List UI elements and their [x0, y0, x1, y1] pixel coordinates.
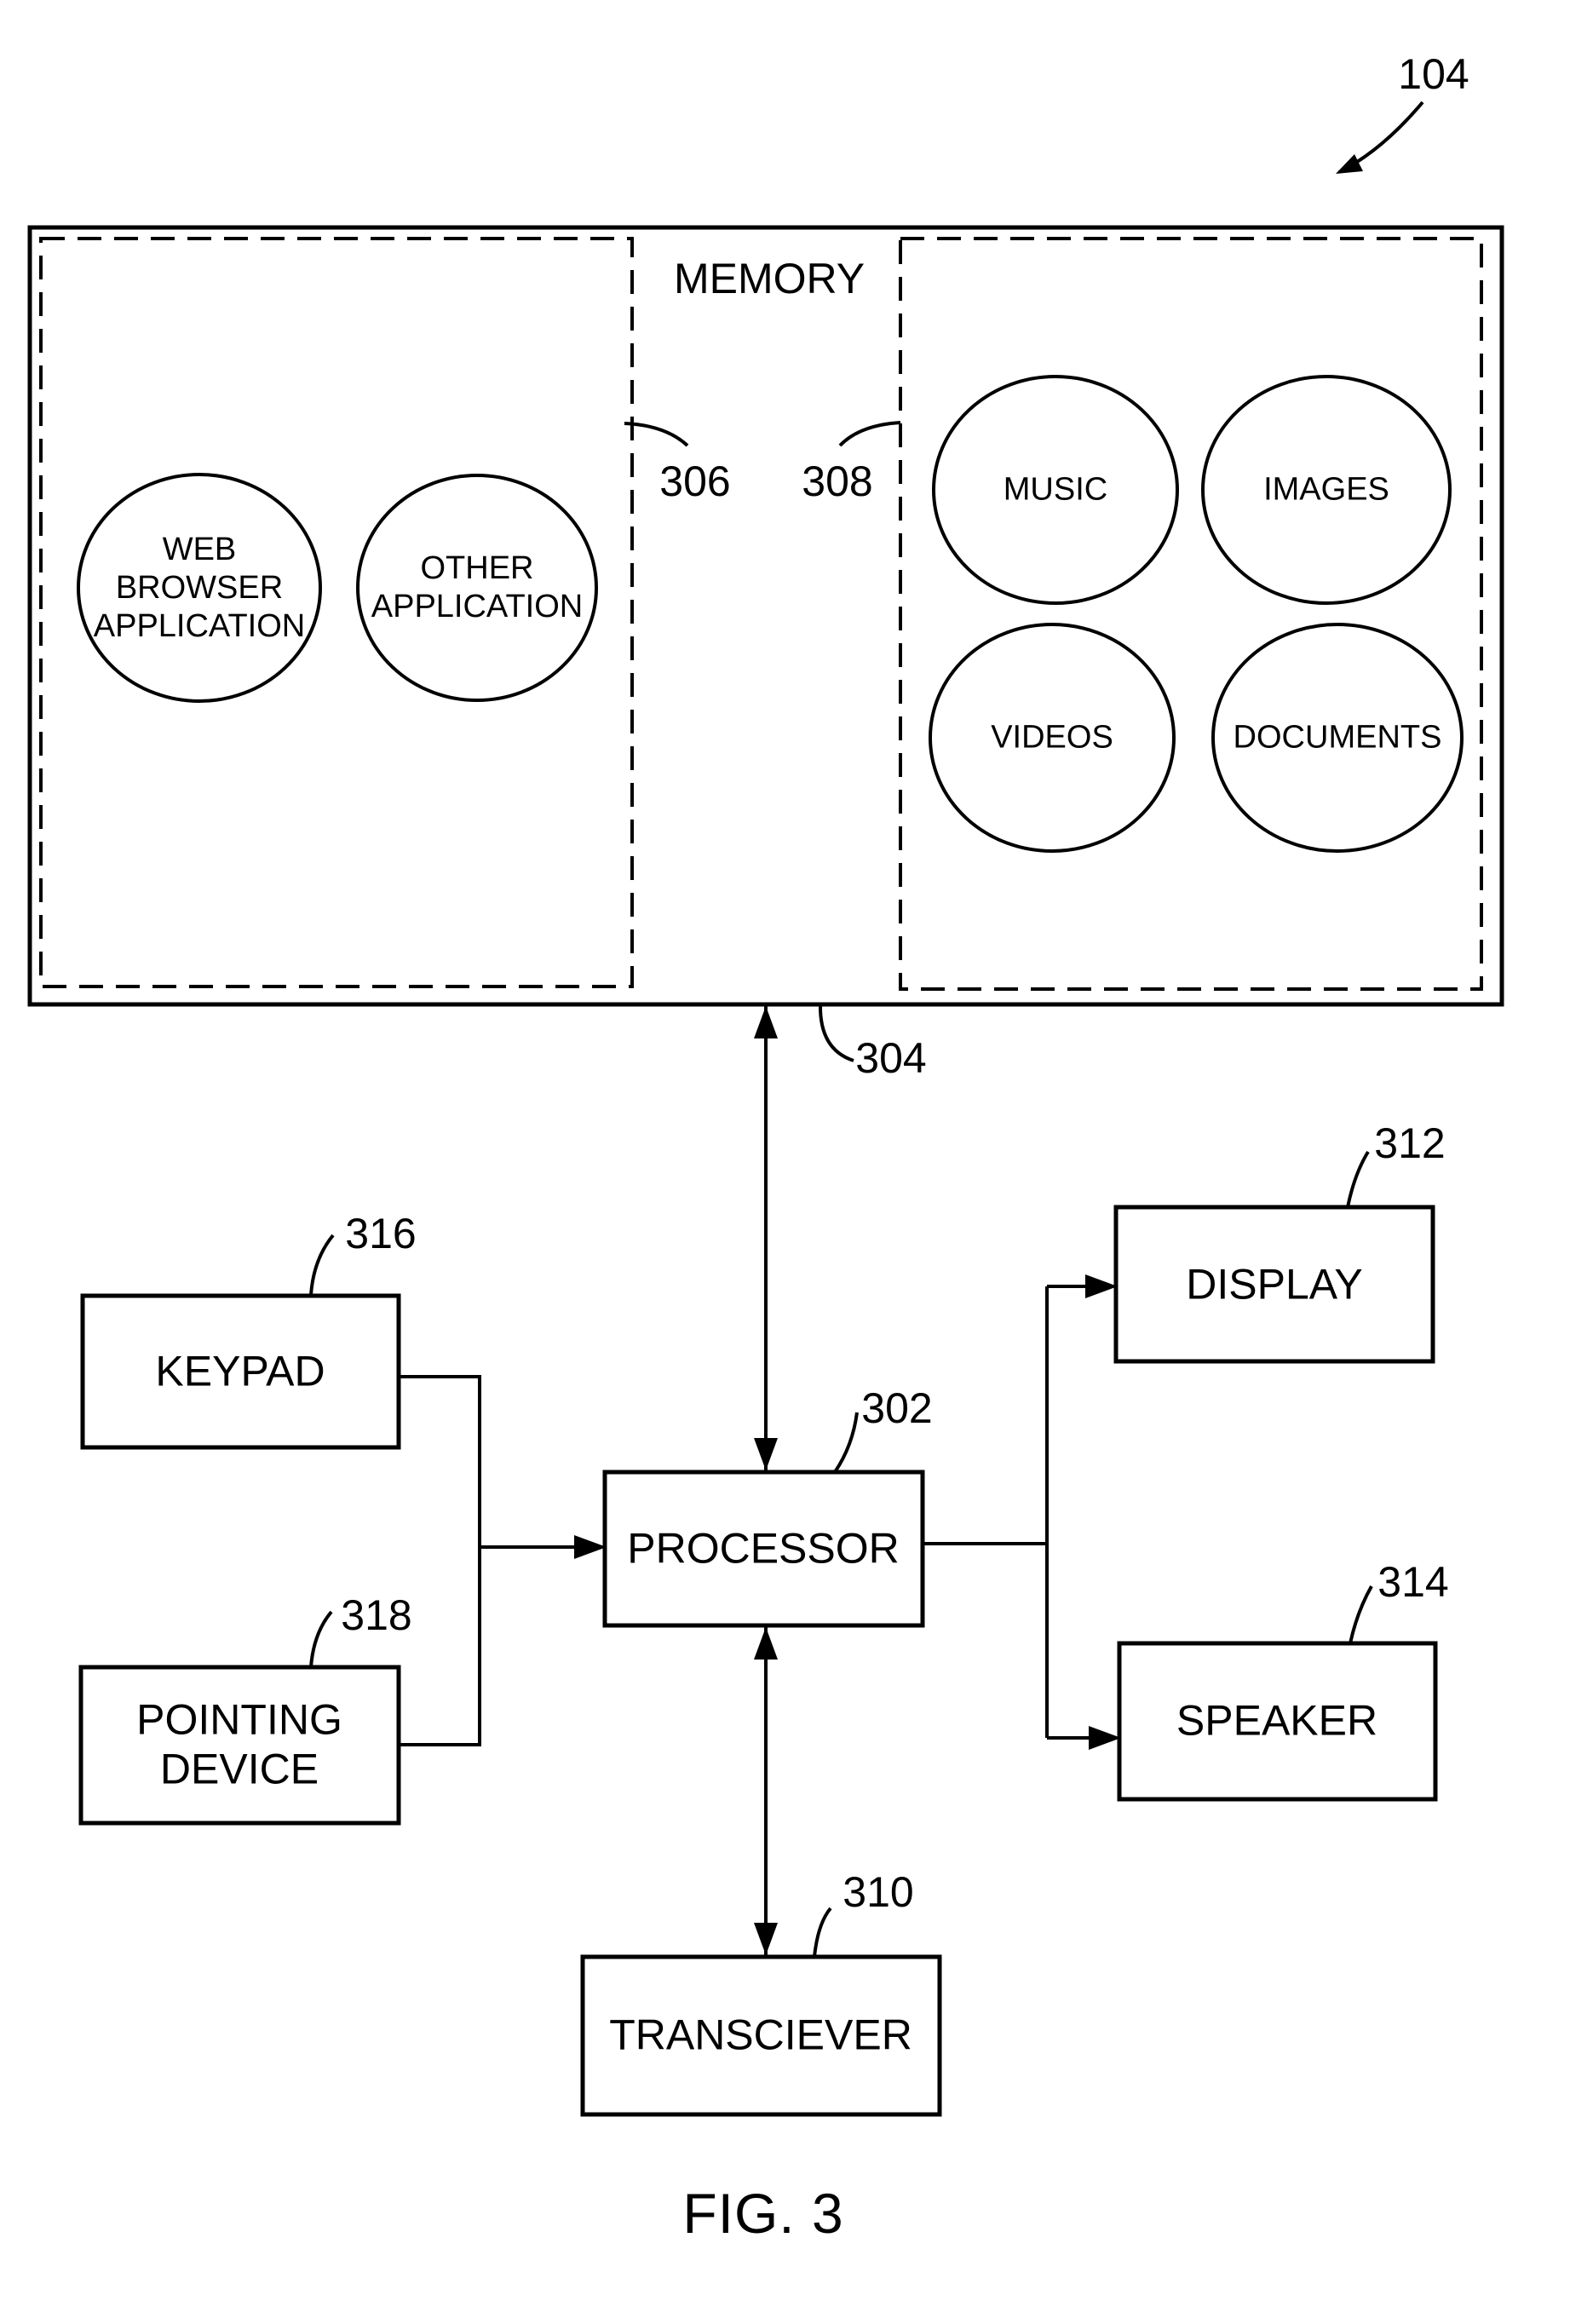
other-application-line2: APPLICATION	[371, 589, 584, 624]
leader-312	[1346, 1150, 1370, 1208]
web-browser-line3: APPLICATION	[93, 607, 306, 644]
transceiver-box	[580, 1954, 942, 2117]
web-browser-application-label: WEB BROWSER APPLICATION	[94, 531, 305, 645]
arrowhead-into-display	[1085, 1274, 1118, 1298]
ref-306: 306	[659, 457, 731, 505]
web-browser-line1: WEB	[162, 531, 237, 567]
content-dashed-box	[899, 237, 1483, 991]
images-label: IMAGES	[1263, 471, 1389, 508]
leader-310	[813, 1907, 832, 1958]
leader-316	[309, 1234, 335, 1296]
music-circle	[932, 375, 1179, 605]
videos-label: VIDEOS	[991, 719, 1113, 756]
pointing-device-line1: POINTING	[136, 1695, 342, 1744]
pointing-device-label: POINTING DEVICE	[136, 1696, 342, 1794]
ref-304: 304	[855, 1034, 927, 1082]
leader-318	[309, 1610, 333, 1668]
leader-304	[818, 1004, 854, 1062]
speaker-box	[1117, 1641, 1438, 1802]
transceiver-label: TRANSCIEVER	[609, 2010, 912, 2059]
leader-302	[833, 1412, 859, 1474]
ref-314: 314	[1377, 1558, 1449, 1606]
ref-302: 302	[861, 1384, 933, 1432]
music-label: MUSIC	[1003, 471, 1108, 508]
memory-title: MEMORY	[673, 255, 866, 302]
pointing-device-line2: DEVICE	[159, 1745, 319, 1792]
web-browser-line2: BROWSER	[115, 569, 284, 606]
display-label: DISPLAY	[1186, 1260, 1363, 1309]
speaker-label: SPEAKER	[1176, 1696, 1378, 1745]
ref-318: 318	[341, 1591, 412, 1639]
other-application-line1: OTHER	[420, 550, 534, 587]
ref-104: 104	[1398, 50, 1469, 98]
arrowhead-104	[1336, 154, 1363, 174]
ref-310: 310	[843, 1868, 914, 1916]
other-application-circle	[356, 474, 598, 702]
arrowhead-into-transceiver	[754, 1923, 778, 1955]
leader-306	[624, 422, 689, 447]
videos-circle	[929, 623, 1176, 853]
other-application-label: OTHER APPLICATION	[371, 549, 583, 626]
arrowhead-into-processor-top	[754, 1438, 778, 1470]
images-circle	[1201, 375, 1452, 605]
input-devices-junction-line	[399, 1375, 481, 1746]
processor-box	[602, 1470, 925, 1628]
processor-label: PROCESSOR	[627, 1524, 900, 1573]
documents-label: DOCUMENTS	[1233, 719, 1442, 756]
arrowhead-into-processor-left	[574, 1535, 607, 1559]
figure-caption: FIG. 3	[682, 2182, 844, 2245]
arrowhead-into-memory	[754, 1006, 778, 1038]
ref-316: 316	[345, 1210, 417, 1257]
ref-312: 312	[1374, 1119, 1446, 1167]
documents-circle	[1211, 623, 1464, 853]
leader-314	[1349, 1585, 1373, 1644]
keypad-box	[80, 1293, 401, 1450]
memory-box	[27, 225, 1504, 1007]
arrowhead-into-processor-bottom	[754, 1627, 778, 1660]
leader-308	[838, 421, 901, 447]
ref-308: 308	[802, 457, 873, 505]
arrowhead-into-speaker	[1089, 1726, 1121, 1750]
applications-dashed-box	[39, 237, 634, 988]
web-browser-application-circle	[77, 473, 322, 703]
display-box	[1113, 1205, 1435, 1364]
keypad-label: KEYPAD	[155, 1347, 325, 1395]
